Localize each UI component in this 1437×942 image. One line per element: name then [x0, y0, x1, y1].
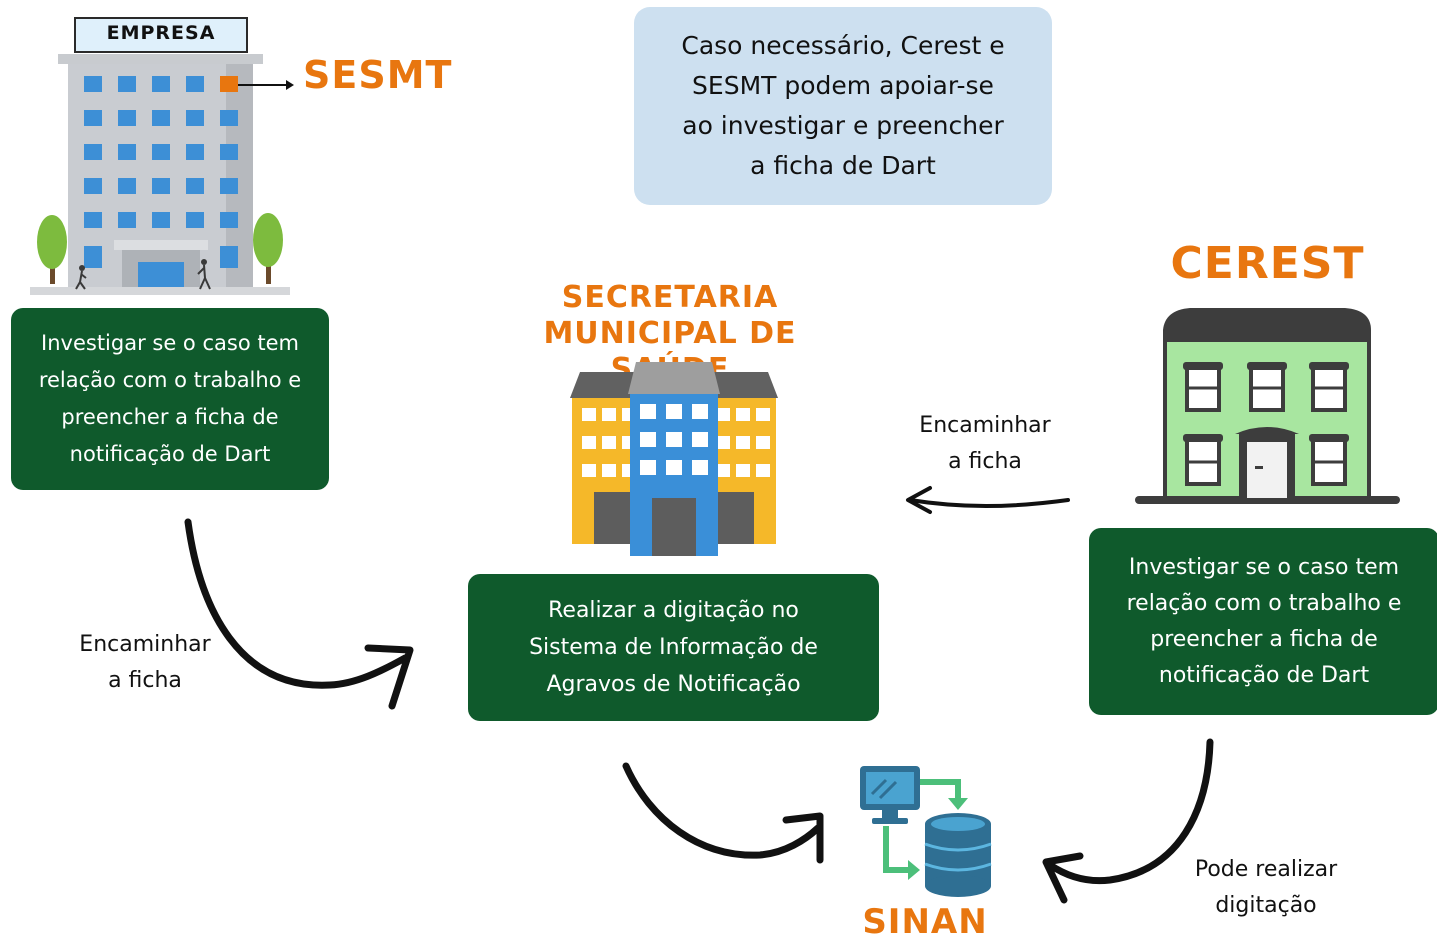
company-sign-text: EMPRESA [106, 22, 216, 44]
company-task-text: Investigar se o caso tem relação com o t… [38, 331, 302, 466]
health-department-building-icon [570, 362, 778, 556]
cerest-building-icon [1135, 308, 1400, 504]
cerest-task-box: Investigar se o caso tem relação com o t… [1089, 528, 1437, 715]
company-task-box: Investigar se o caso tem relação com o t… [11, 308, 329, 490]
sinan-title: SINAN [862, 902, 988, 942]
cerest-title: CEREST [1170, 238, 1365, 289]
computer-database-icon [860, 766, 992, 897]
arrow-label-cerest: Encaminhar a ficha [919, 413, 1051, 474]
secretaria-task-text: Realizar a digitação no Sistema de Infor… [529, 598, 818, 697]
info-note-box: Caso necessário, Cerest e SESMT podem ap… [634, 7, 1052, 205]
sesmt-label: SESMT [303, 53, 453, 97]
arrow-label-empresa: Encaminhar a ficha [79, 632, 211, 693]
arrow-label-cerest-sinan: Pode realizar digitação [1194, 857, 1338, 918]
info-note-text: Caso necessário, Cerest e SESMT podem ap… [681, 31, 1005, 180]
secretaria-task-box: Realizar a digitação no Sistema de Infor… [468, 574, 879, 721]
arrow-to-sesmt-icon [238, 80, 294, 90]
cerest-task-text: Investigar se o caso tem relação com o t… [1126, 554, 1402, 688]
company-building-icon [30, 17, 290, 295]
